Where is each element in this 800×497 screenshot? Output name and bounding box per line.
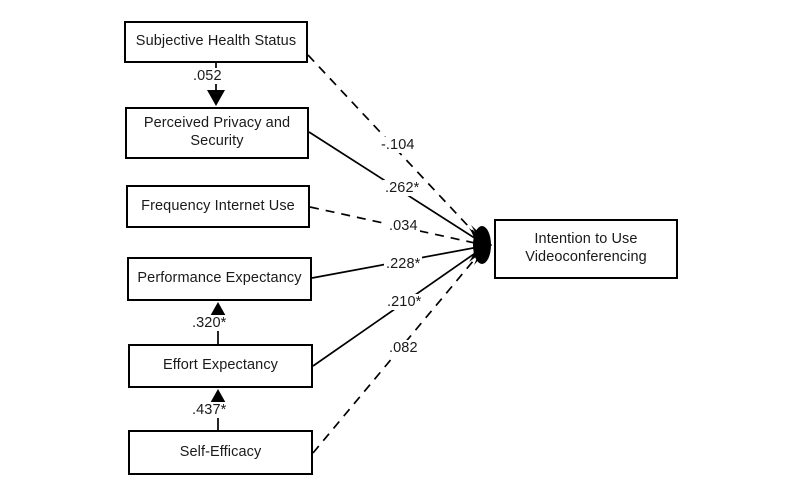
node-label-intention-to-use-videoconferencing: Intention to Use Videoconferencing <box>525 231 647 265</box>
path-label-self-efficacy-to-intention: .082 <box>387 340 420 356</box>
path-label-subjective-health-to-privacy: .052 <box>191 68 224 84</box>
arrowhead-down-privacy <box>207 90 225 106</box>
node-performance-expectancy: Performance Expectancy <box>127 257 312 301</box>
node-frequency-internet-use: Frequency Internet Use <box>126 185 310 228</box>
node-self-efficacy: Self-Efficacy <box>128 430 313 475</box>
arrowhead-up-effort <box>209 389 227 405</box>
path-label-performance-to-intention: .228* <box>384 256 423 272</box>
node-perceived-privacy-and-security: Perceived Privacy and Security <box>125 107 309 159</box>
node-label-perceived-privacy-and-security: Perceived Privacy and Security <box>143 115 291 149</box>
path-label-self-efficacy-to-effort: .437* <box>190 402 229 418</box>
node-intention-to-use-videoconferencing: Intention to Use Videoconferencing <box>494 219 678 279</box>
node-label-subjective-health-status: Subjective Health Status <box>135 33 297 50</box>
arrowhead-up-performance <box>209 302 227 318</box>
path-label-effort-to-intention: .210* <box>385 294 424 310</box>
node-subjective-health-status: Subjective Health Status <box>124 21 308 63</box>
node-effort-expectancy: Effort Expectancy <box>128 344 313 388</box>
convergence-arrowhead <box>469 225 492 265</box>
path-line-frequency-to-intention <box>309 206 485 246</box>
node-label-effort-expectancy: Effort Expectancy <box>162 357 279 374</box>
node-label-frequency-internet-use: Frequency Internet Use <box>141 197 295 214</box>
path-label-effort-to-performance: .320* <box>190 315 229 331</box>
node-label-performance-expectancy: Performance Expectancy <box>137 270 302 287</box>
path-label-frequency-to-intention: .034 <box>387 218 420 234</box>
node-label-self-efficacy: Self-Efficacy <box>179 443 262 460</box>
path-label-privacy-to-intention: .262* <box>383 180 422 196</box>
path-label-subjective-health-to-intention: -.104 <box>379 137 417 153</box>
